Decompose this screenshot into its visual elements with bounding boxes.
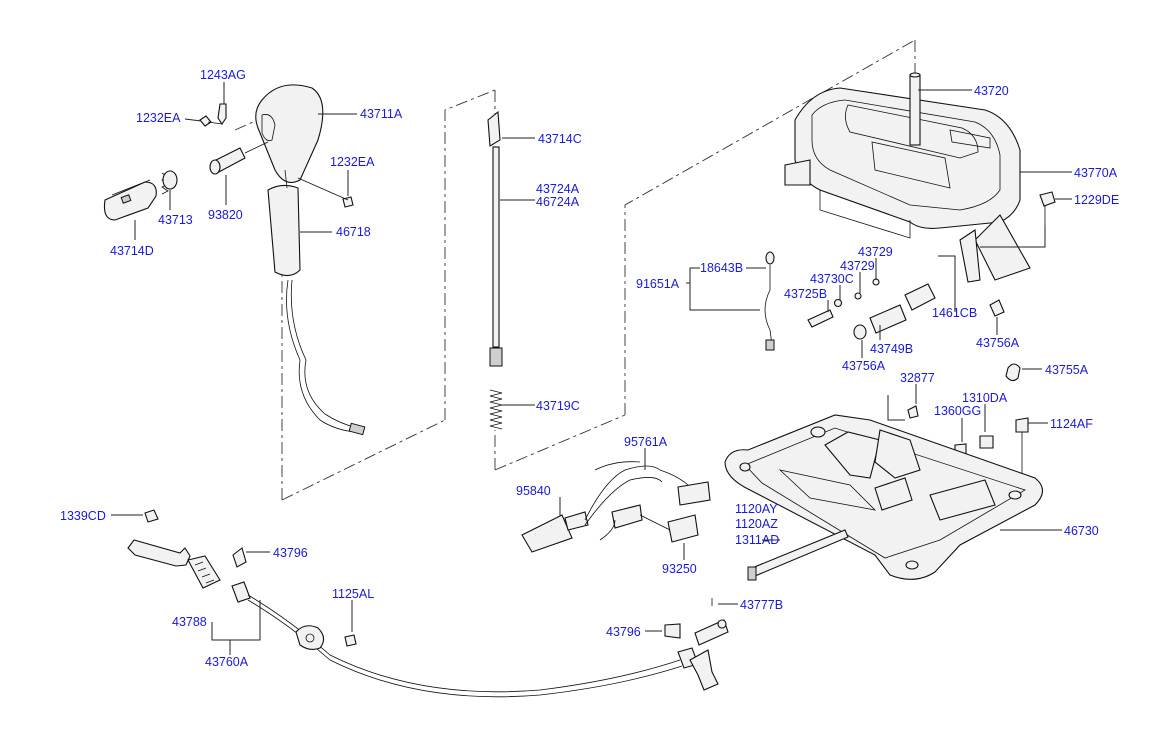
part-label: 43729 — [858, 245, 893, 259]
part-label: 43713 — [158, 213, 193, 227]
shift-rod-assembly — [487, 110, 503, 430]
part-label: 95761A — [624, 435, 668, 449]
part-label: 43711A — [360, 107, 403, 121]
part-label: 1232EA — [330, 155, 375, 169]
part-label: 93820 — [208, 208, 243, 222]
part-label: 1461CB — [932, 306, 977, 320]
shift-housing — [784, 72, 1031, 283]
part-label: 43756A — [842, 359, 886, 373]
part-label: 1232EA — [136, 111, 181, 125]
small-parts-right — [764, 191, 1056, 485]
part-label: 1310DA — [962, 391, 1008, 405]
part-label: 18643B — [700, 261, 743, 275]
part-label: 1120AY — [735, 502, 778, 516]
part-label: 1243AG — [200, 68, 246, 82]
part-label: 1229DE — [1074, 193, 1119, 207]
part-label: 43756A — [976, 336, 1020, 350]
part-label: 1124AF — [1050, 417, 1093, 431]
part-label: 1120AZ — [735, 517, 778, 531]
part-label: 43724A — [536, 182, 580, 196]
shift-cable-assembly — [127, 509, 729, 698]
part-label: 43729 — [840, 259, 875, 273]
part-label: 43796 — [606, 625, 641, 639]
part-label: 43714C — [538, 132, 582, 146]
base-plate — [724, 414, 1044, 581]
part-label: 95840 — [516, 484, 551, 498]
part-label: 32877 — [900, 371, 935, 385]
part-label: 43714D — [110, 244, 154, 258]
part-label: 1125AL — [332, 587, 374, 601]
part-label: 1360GG — [934, 404, 981, 418]
part-label: 93250 — [662, 562, 697, 576]
shift-knob-assembly — [103, 84, 366, 436]
part-label: 43770A — [1074, 166, 1118, 180]
part-label: 43777B — [740, 598, 783, 612]
part-label: 43760A — [205, 655, 249, 669]
leader-lines — [111, 82, 1072, 655]
part-labels: 1243AG 1232EA 43711A 43713 43714D 93820 … — [60, 68, 1119, 669]
part-label: 46724A — [536, 195, 580, 209]
part-label: 43720 — [974, 84, 1009, 98]
part-label: 91651A — [636, 277, 680, 291]
part-label: 46730 — [1064, 524, 1099, 538]
part-label: 46718 — [336, 225, 371, 239]
part-label: 43749B — [870, 342, 913, 356]
part-label: 1311AD — [735, 533, 779, 547]
part-label: 43788 — [172, 615, 207, 629]
part-label: 43730C — [810, 272, 854, 286]
part-label: 1339CD — [60, 509, 106, 523]
part-label: 43719C — [536, 399, 580, 413]
wiring-harness — [521, 461, 711, 553]
part-label: 43725B — [784, 287, 827, 301]
part-label: 43796 — [273, 546, 308, 560]
part-label: 43755A — [1045, 363, 1089, 377]
